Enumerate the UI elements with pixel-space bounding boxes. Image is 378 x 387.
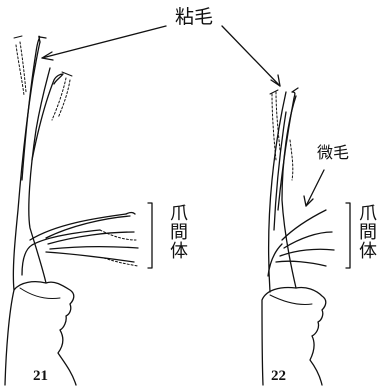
ghost-hair-3-22 bbox=[290, 140, 293, 180]
ghost-cap-22 bbox=[270, 90, 278, 94]
empodium-lower-21 bbox=[22, 230, 100, 275]
figure-21-drawing bbox=[5, 36, 152, 385]
empodium-bracket-21 bbox=[148, 203, 152, 268]
empodium-label-left: 爪間体 bbox=[168, 203, 186, 260]
tenent-hair-2-21 bbox=[32, 74, 63, 160]
ghost-hair-2-21 bbox=[16, 45, 24, 95]
empodium-lower-22 bbox=[276, 261, 326, 266]
empodium-bristle-d-21 bbox=[46, 252, 134, 262]
figure-22-drawing bbox=[262, 88, 350, 385]
empodium-bristle-b-21 bbox=[48, 232, 134, 244]
ghost-hair-2-22 bbox=[272, 94, 276, 160]
ghost-cap-21 bbox=[14, 36, 72, 76]
stalk-left-21 bbox=[13, 42, 40, 290]
empodium-upper-22 bbox=[282, 210, 326, 240]
figure-number-right: 22 bbox=[271, 369, 286, 384]
pulvillus-fold-22 bbox=[270, 295, 312, 305]
tenent-hair-2-22 bbox=[274, 112, 286, 230]
pulvillus-fold-21 bbox=[20, 288, 60, 299]
empodium-base-22 bbox=[268, 244, 282, 276]
microtrichia-arrow-22 bbox=[306, 170, 324, 206]
empodium-bracket-22 bbox=[346, 203, 350, 268]
ghost-hair-1-21 bbox=[20, 42, 26, 92]
empodium-mid-22 bbox=[284, 232, 332, 248]
arrow-left-line bbox=[42, 26, 166, 58]
empodium-label-right: 爪間体 bbox=[357, 203, 375, 260]
tenent-hairs-label: 粘毛 bbox=[158, 8, 230, 27]
arrow-right-line bbox=[222, 26, 280, 86]
empodium-tip-21 bbox=[126, 213, 135, 215]
microtrichia-label: 微毛 bbox=[317, 145, 349, 161]
tenent-label-arrows bbox=[42, 26, 280, 86]
empodium-bristle-c-21 bbox=[50, 247, 138, 249]
figure-number-left: 21 bbox=[33, 369, 48, 384]
